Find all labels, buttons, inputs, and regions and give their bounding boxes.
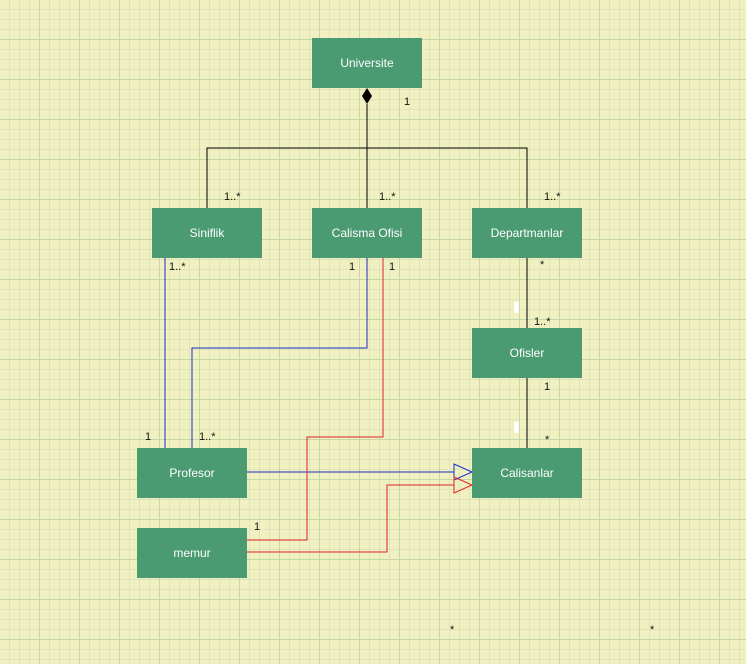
- memur-calisanlar-inheritance-line[interactable]: [247, 484, 454, 553]
- composition-connectors: [206, 88, 528, 208]
- multiplicity-calisanlar-top: *: [545, 434, 550, 446]
- node-universite[interactable]: Universite: [312, 38, 422, 88]
- multiplicity-memur: 1: [254, 521, 261, 533]
- composition-branch-line[interactable]: [206, 147, 528, 208]
- multiplicity-calisma-bottom-right: 1: [389, 261, 396, 273]
- edge-marker-lower: [514, 422, 519, 433]
- node-calisma-ofisi[interactable]: Calisma Ofisi: [312, 208, 422, 258]
- multiplicity-profesor-left: 1: [145, 431, 152, 443]
- multiplicity-calisma-bottom-left: 1: [349, 261, 356, 273]
- multiplicity-departmanlar-bottom: *: [540, 259, 545, 271]
- node-departmanlar[interactable]: Departmanlar: [472, 208, 582, 258]
- calisma-profesor-line[interactable]: [191, 258, 368, 448]
- edge-marker-upper: [514, 302, 519, 313]
- multiplicity-profesor-right: 1..*: [199, 431, 216, 443]
- multiplicity-siniflik-top: 1..*: [224, 191, 241, 203]
- multiplicity-ofisler-bottom: 1: [544, 381, 551, 393]
- multiplicity-siniflik-bottom: 1..*: [169, 261, 186, 273]
- memur-inheritance-arrowhead: [453, 476, 474, 494]
- multiplicity-ofisler-top: 1..*: [534, 316, 551, 328]
- multiplicity-calisma-top: 1..*: [379, 191, 396, 203]
- stray-multiplicity-1: *: [450, 624, 455, 636]
- node-siniflik[interactable]: Siniflik: [152, 208, 262, 258]
- profesor-inheritance-arrowhead: [453, 463, 474, 481]
- node-calisanlar[interactable]: Calisanlar: [472, 448, 582, 498]
- calisma-memur-line[interactable]: [247, 258, 384, 541]
- multiplicity-universite: 1: [404, 96, 411, 108]
- composition-diamond: [362, 88, 372, 104]
- multiplicity-departmanlar-top: 1..*: [544, 191, 561, 203]
- stray-multiplicity-2: *: [650, 624, 655, 636]
- node-memur[interactable]: memur: [137, 528, 247, 578]
- node-ofisler[interactable]: Ofisler: [472, 328, 582, 378]
- node-profesor[interactable]: Profesor: [137, 448, 247, 498]
